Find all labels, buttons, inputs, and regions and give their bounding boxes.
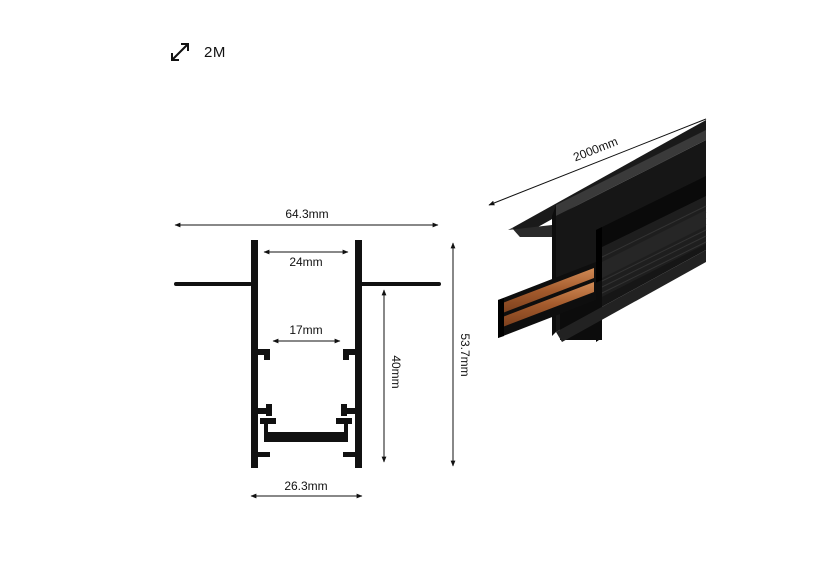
- base-width-label: 26.3mm: [284, 479, 327, 493]
- diagonal-double-arrow-icon: [168, 40, 192, 64]
- track-3d-view: [498, 120, 707, 342]
- top-face: [556, 130, 706, 216]
- slot-width-label: 17mm: [289, 323, 322, 337]
- left-flange: [174, 282, 252, 286]
- left-slot: [258, 408, 272, 414]
- length-label: 2M: [204, 43, 226, 61]
- left-foot: [258, 452, 270, 457]
- right-slot: [341, 408, 355, 414]
- copper-conductor: [498, 262, 596, 338]
- body-height-label: 40mm: [389, 355, 403, 388]
- length-badge: 2M: [168, 40, 226, 64]
- inner-width-label: 24mm: [289, 255, 322, 269]
- overall-width-label: 64.3mm: [285, 207, 328, 221]
- overall-height-label: 53.7mm: [458, 333, 472, 376]
- right-wall: [355, 240, 362, 468]
- length-label-3d: 2000mm: [571, 134, 620, 164]
- right-flange: [357, 282, 441, 286]
- left-wall: [251, 240, 258, 468]
- cross-section-profile: [174, 240, 441, 468]
- inner-channel: [260, 418, 352, 442]
- length-dim-line: [488, 118, 707, 206]
- right-foot: [343, 452, 355, 457]
